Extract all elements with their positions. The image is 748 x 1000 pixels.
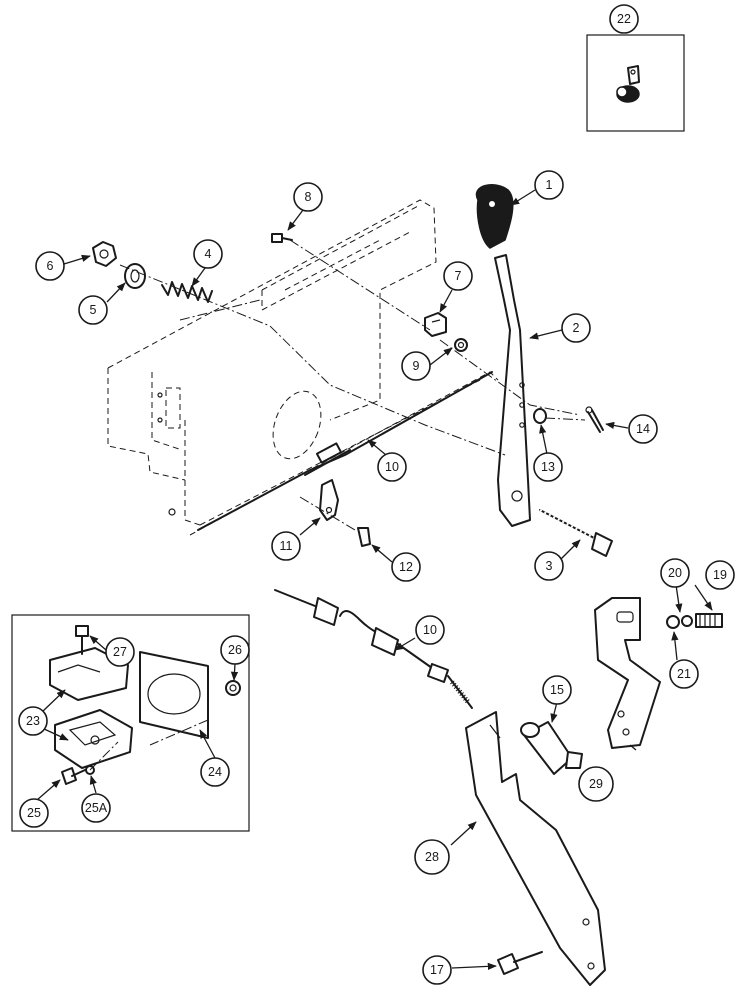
callout-label: 1 xyxy=(546,178,553,192)
part-15-switch xyxy=(520,721,583,775)
callout-2: 2 xyxy=(561,313,591,343)
part-12-screw xyxy=(357,527,371,547)
callout-label: 9 xyxy=(413,359,420,373)
callout-label: 10 xyxy=(423,623,437,637)
callout-11: 11 xyxy=(271,531,301,561)
mounting-plate xyxy=(107,199,499,536)
part-17-bolt xyxy=(497,951,543,975)
part-1-knob xyxy=(475,184,514,249)
callout-12: 12 xyxy=(391,552,421,582)
callout-8: 8 xyxy=(293,182,323,212)
callout-5: 5 xyxy=(78,295,108,325)
callout-label: 6 xyxy=(47,259,54,273)
part-14-pin xyxy=(585,406,604,433)
callout-label: 26 xyxy=(228,643,242,657)
callout-label: 25 xyxy=(27,806,41,820)
callout-25a: 25A xyxy=(81,793,111,823)
callout-26: 26 xyxy=(220,635,250,665)
callout-19: 19 xyxy=(705,560,735,590)
part-11-clip xyxy=(319,479,339,521)
callout-27: 27 xyxy=(105,637,135,667)
callout-label: 3 xyxy=(546,559,553,573)
callout-10-lower: 10 xyxy=(415,615,445,645)
callout-label: 14 xyxy=(636,422,650,436)
callout-23: 23 xyxy=(18,706,48,736)
callout-20: 20 xyxy=(660,558,690,588)
callout-label: 25A xyxy=(85,801,108,815)
callout-label: 7 xyxy=(455,269,462,283)
callout-25: 25 xyxy=(19,798,49,828)
leader-lines xyxy=(36,189,713,971)
parts-19-21-hardware xyxy=(666,613,723,629)
callout-17: 17 xyxy=(422,955,452,985)
callout-label: 10 xyxy=(385,460,399,474)
part-7-bracket xyxy=(424,312,447,337)
part-5-washer xyxy=(124,263,146,289)
callout-22: 22 xyxy=(609,4,639,34)
callout-label: 5 xyxy=(90,303,97,317)
callout-4: 4 xyxy=(193,239,223,269)
part-13-washer xyxy=(533,408,547,424)
part-2-lever xyxy=(494,254,531,527)
part-22-clip xyxy=(616,65,640,103)
callout-21: 21 xyxy=(669,659,699,689)
callout-10-upper: 10 xyxy=(377,452,407,482)
callout-label: 4 xyxy=(205,247,212,261)
callout-label: 2 xyxy=(573,321,580,335)
callout-label: 29 xyxy=(589,777,603,791)
part-29-bracket xyxy=(594,597,661,749)
part-8-screw xyxy=(271,233,293,243)
callout-14: 14 xyxy=(628,414,658,444)
callout-15: 15 xyxy=(542,675,572,705)
callout-24: 24 xyxy=(200,757,230,787)
callout-3: 3 xyxy=(534,551,564,581)
callout-label: 20 xyxy=(668,566,682,580)
callout-label: 13 xyxy=(541,460,555,474)
callout-9: 9 xyxy=(401,351,431,381)
callout-label: 22 xyxy=(617,12,631,26)
callout-label: 17 xyxy=(430,963,444,977)
callout-label: 12 xyxy=(399,560,413,574)
callout-label: 15 xyxy=(550,683,564,697)
part-28-plate xyxy=(465,711,606,986)
callout-label: 27 xyxy=(113,645,127,659)
callout-label: 23 xyxy=(26,714,40,728)
callout-label: 28 xyxy=(425,850,439,864)
callout-6: 6 xyxy=(35,251,65,281)
part-3-bolt xyxy=(539,509,613,557)
callout-13: 13 xyxy=(533,452,563,482)
callout-label: 11 xyxy=(280,539,293,553)
callout-label: 24 xyxy=(208,765,222,779)
part-4-spring xyxy=(161,281,213,303)
callout-label: 8 xyxy=(305,190,312,204)
part-9-nut xyxy=(454,338,468,352)
inset-box-22 xyxy=(586,34,685,132)
callout-29: 29 xyxy=(578,766,614,802)
callout-28: 28 xyxy=(414,839,450,875)
callout-label: 19 xyxy=(713,568,727,582)
callout-1: 1 xyxy=(534,170,564,200)
callout-7: 7 xyxy=(443,261,473,291)
alignment-lines xyxy=(119,239,586,531)
part-10-cable-detail xyxy=(274,589,473,709)
cable-assembly-10 xyxy=(197,371,493,531)
part-6-nut xyxy=(92,241,117,267)
callout-label: 21 xyxy=(677,667,691,681)
